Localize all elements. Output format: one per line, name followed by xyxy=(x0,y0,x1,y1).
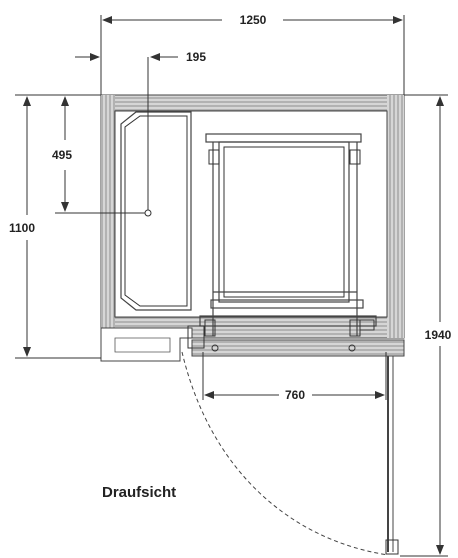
dimension-door-width: 760 xyxy=(202,352,387,402)
dim-offset-label: 195 xyxy=(186,50,206,64)
dim-depth-partial-label: 495 xyxy=(52,148,72,162)
dimension-open-door-depth: 1940 xyxy=(400,94,452,557)
cabin-walls xyxy=(100,94,405,362)
dimension-depth-partial: 495 xyxy=(52,94,145,214)
dim-depth-total-label: 1100 xyxy=(9,221,35,235)
dimension-total-width: 1250 xyxy=(100,13,405,95)
dim-open-door-label: 1940 xyxy=(425,328,452,342)
dim-door-width-label: 760 xyxy=(285,388,305,402)
dimension-offset: 195 xyxy=(75,50,206,210)
dimension-depth-total: 1100 xyxy=(9,94,101,359)
view-caption: Draufsicht xyxy=(102,484,177,501)
dim-total-width-label: 1250 xyxy=(240,13,267,27)
seat-frame xyxy=(187,133,377,352)
center-mark-icon xyxy=(144,209,152,217)
door xyxy=(181,351,399,556)
